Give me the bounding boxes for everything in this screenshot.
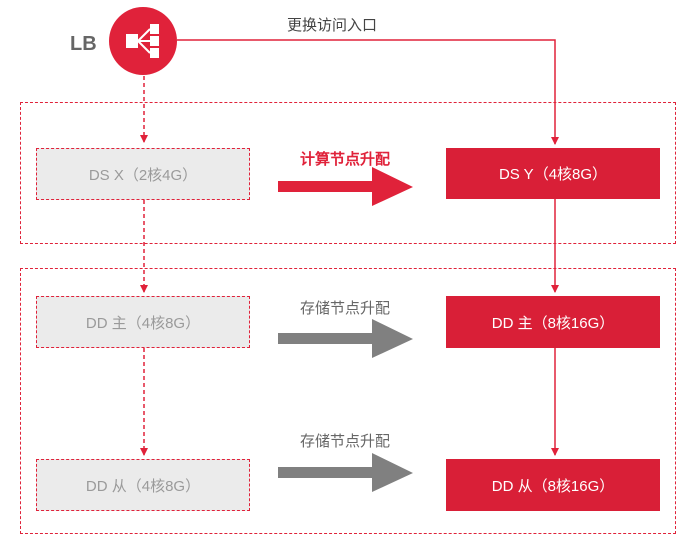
- old-ds-node: DS X（2核4G）: [36, 148, 250, 200]
- compute-upgrade-label: 计算节点升配: [299, 151, 391, 168]
- storage-upgrade-label-2: 存储节点升配: [299, 433, 391, 450]
- storage-upgrade-arrow-1: [278, 319, 413, 358]
- old-dd-replica-node: DD 从（4核8G）: [36, 459, 250, 511]
- storage-upgrade-arrow-2: [278, 453, 413, 492]
- old-dd-primary-node: DD 主（4核8G）: [36, 296, 250, 348]
- new-ds-node: DS Y（4核8G）: [446, 148, 660, 199]
- entry-change-label: 更换访问入口: [287, 17, 378, 34]
- load-balancer-icon: [109, 7, 177, 75]
- lb-label: LB: [70, 33, 97, 55]
- compute-layer-region: [20, 102, 676, 244]
- storage-layer-region: [20, 268, 676, 534]
- new-dd-primary-node: DD 主（8核16G）: [446, 296, 660, 348]
- new-dd-replica-node: DD 从（8核16G）: [446, 459, 660, 511]
- storage-upgrade-label-1: 存储节点升配: [299, 300, 391, 317]
- entry-change-line: [177, 39, 559, 145]
- compute-upgrade-arrow: [278, 167, 413, 206]
